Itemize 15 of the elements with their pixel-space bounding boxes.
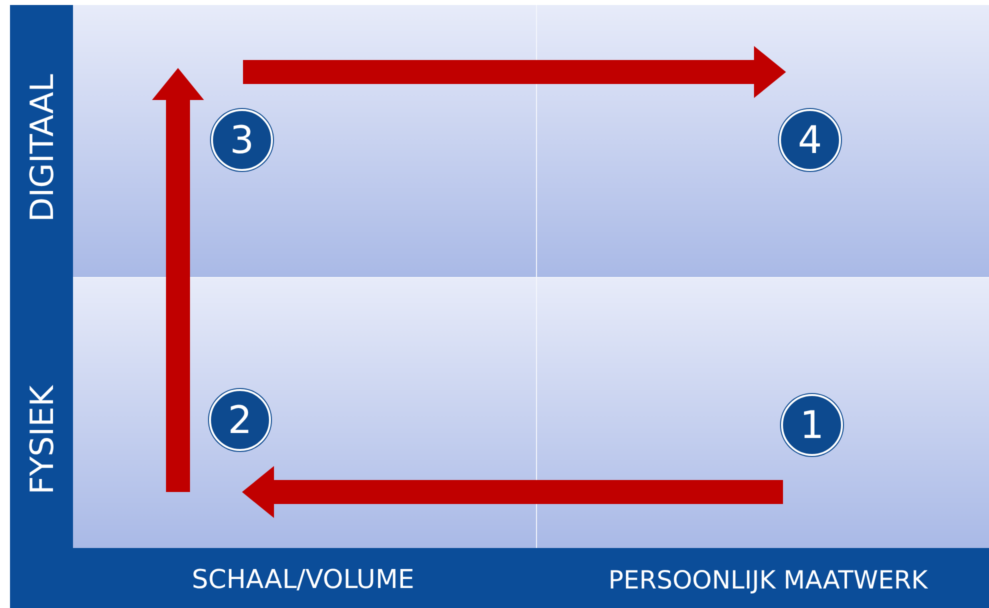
number-circle: 3 bbox=[211, 109, 273, 171]
quadrant-panel bbox=[73, 278, 537, 548]
quadrant-panel bbox=[537, 5, 989, 278]
axis-label: PERSOONLIJK MAATWERK bbox=[608, 566, 928, 594]
quadrant-panel bbox=[73, 5, 537, 278]
arrow bbox=[243, 46, 786, 98]
axis-label: DIGITAAL bbox=[23, 74, 61, 222]
arrow bbox=[242, 466, 783, 518]
axis-label: SCHAAL/VOLUME bbox=[192, 565, 414, 595]
number-circle: 1 bbox=[781, 394, 843, 456]
axis-label: FYSIEK bbox=[23, 386, 61, 494]
number-circle: 4 bbox=[779, 109, 841, 171]
number-circle: 2 bbox=[209, 389, 271, 451]
quadrant-panel bbox=[537, 278, 989, 548]
arrow bbox=[152, 68, 204, 492]
